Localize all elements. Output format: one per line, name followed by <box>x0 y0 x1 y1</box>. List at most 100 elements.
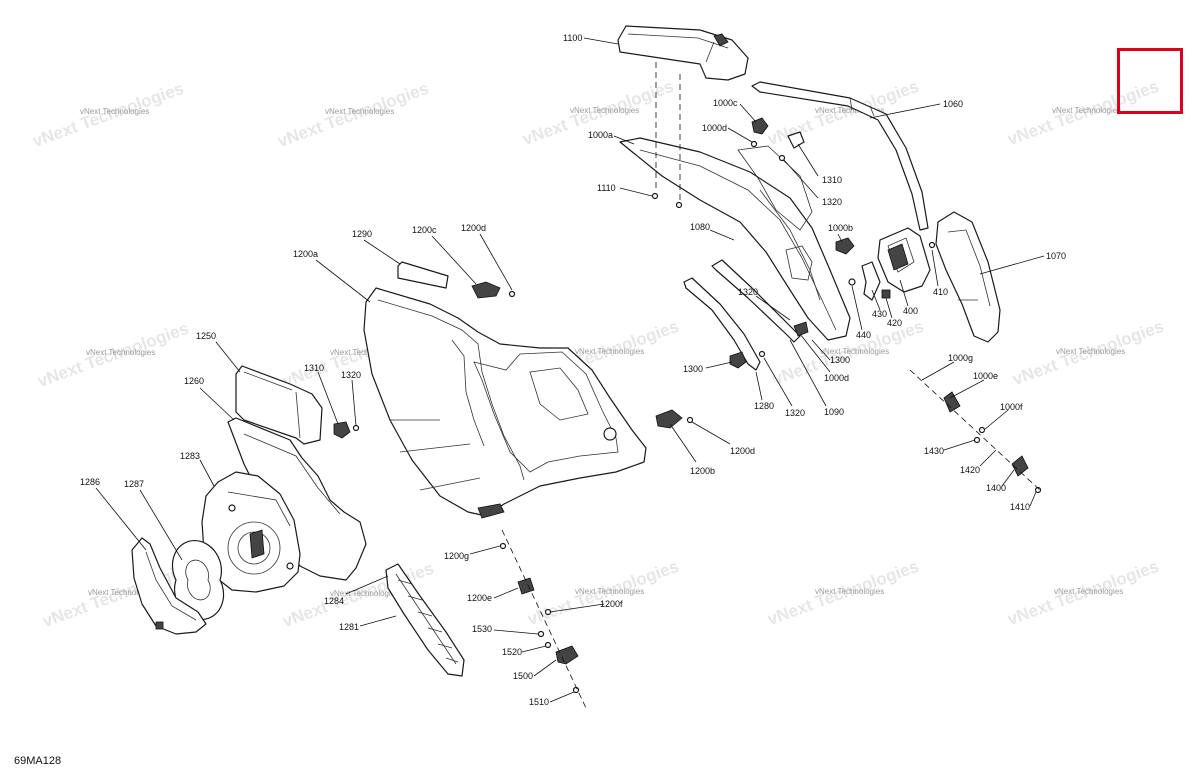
callout-420: 420 <box>887 318 902 328</box>
part-1250-pad <box>235 365 323 445</box>
callout-1530: 1530 <box>472 624 492 634</box>
watermark-label: vNext Technologies <box>815 106 884 115</box>
watermark-label: vNext Technologies <box>570 106 639 115</box>
callout-1500: 1500 <box>513 671 533 681</box>
callout-1000g: 1000g <box>948 353 973 363</box>
selection-highlight-box[interactable] <box>1117 48 1183 114</box>
part-1200c-clip <box>471 281 516 299</box>
callout-1100: 1100 <box>563 33 582 43</box>
watermark-label: vNext Technologies <box>325 107 394 116</box>
part-1320-clip-top <box>778 154 786 162</box>
part-1430-washer <box>973 436 981 444</box>
part-440-fastener <box>848 278 856 286</box>
callout-1400: 1400 <box>986 483 1006 493</box>
part-1200f-screw <box>544 608 552 616</box>
part-1320-screw-left <box>352 424 360 432</box>
callout-1000e: 1000e <box>973 371 998 381</box>
callout-1310-top: 1310 <box>822 175 842 185</box>
callout-1000d-mid: 1000d <box>824 373 849 383</box>
part-1080-seal <box>711 259 801 343</box>
callout-1310-left: 1310 <box>304 363 324 373</box>
part-1110-screw <box>651 192 683 209</box>
part-1310-clip-top <box>787 131 805 149</box>
callout-1320-top: 1320 <box>822 197 842 207</box>
watermark-label: vNext Technologies <box>815 587 884 596</box>
callout-1320-left: 1320 <box>341 370 361 380</box>
callout-1000c: 1000c <box>713 98 738 108</box>
part-1310-clip-left <box>333 421 351 439</box>
watermark-label: vNext Technologies <box>1052 106 1121 115</box>
callout-1200f: 1200f <box>600 599 623 609</box>
watermark-label: vNext Technologies <box>575 347 644 356</box>
callout-1200d-low: 1200d <box>730 446 755 456</box>
part-430-clip <box>861 261 881 301</box>
callout-1281: 1281 <box>339 622 359 632</box>
callout-1200d-top: 1200d <box>461 223 486 233</box>
part-1290-pad <box>397 261 449 289</box>
part-1200a-main-panel <box>363 287 647 519</box>
part-410-screw <box>928 241 936 249</box>
part-1281-grille <box>385 563 465 677</box>
callout-1260: 1260 <box>184 376 204 386</box>
callout-1250: 1250 <box>196 331 216 341</box>
callout-1200e: 1200e <box>467 593 492 603</box>
part-1400-latch <box>1011 455 1029 477</box>
diagram-code: 69MA128 <box>14 755 62 767</box>
leader-lines <box>95 37 1045 703</box>
callout-1290: 1290 <box>352 229 372 239</box>
part-1520-washer <box>544 641 552 649</box>
part-1510-screw <box>572 686 580 694</box>
callout-1000f: 1000f <box>1000 402 1023 412</box>
part-1000e-latch <box>943 391 961 413</box>
watermark-label: vNext Technologies <box>1056 347 1125 356</box>
parts <box>131 25 1042 694</box>
assembly-axes <box>501 62 1043 709</box>
callout-1283: 1283 <box>180 451 200 461</box>
callout-1200g: 1200g <box>444 551 469 561</box>
callout-1080: 1080 <box>690 222 710 232</box>
part-1200g-screw <box>499 542 507 550</box>
watermark-label: vNext Technologies <box>575 587 644 596</box>
part-1530-washer <box>537 630 545 638</box>
part-1280-strip <box>683 277 761 371</box>
callout-1287: 1287 <box>124 479 144 489</box>
callout-1060: 1060 <box>943 99 963 109</box>
callout-410: 410 <box>933 287 948 297</box>
part-1000b-clip <box>835 237 855 255</box>
part-1200b-clip <box>655 409 683 429</box>
watermark-label: vNext Technologies <box>330 348 399 357</box>
callout-1300-left: 1300 <box>683 364 703 374</box>
callout-1200b: 1200b <box>690 466 715 476</box>
callout-1284: 1284 <box>324 596 344 606</box>
callout-430: 430 <box>872 309 887 319</box>
watermark-label: vNext Technologies <box>88 588 157 597</box>
callout-1070: 1070 <box>1046 251 1066 261</box>
part-1287-ring <box>171 539 225 621</box>
callout-1300-mid: 1300 <box>830 355 850 365</box>
callout-1320-low: 1320 <box>785 408 805 418</box>
callout-400: 400 <box>903 306 918 316</box>
callout-1420: 1420 <box>960 465 980 475</box>
part-1100-top-panel <box>617 25 749 81</box>
callout-1430: 1430 <box>924 446 944 456</box>
callout-1520: 1520 <box>502 647 522 657</box>
callout-1000d-top: 1000d <box>702 123 727 133</box>
part-1000d-clip-top <box>750 140 758 148</box>
callout-1280: 1280 <box>754 401 774 411</box>
callout-1000a: 1000a <box>588 130 613 140</box>
callout-1090: 1090 <box>824 407 844 417</box>
callout-1110: 1110 <box>597 183 616 193</box>
callout-1200c: 1200c <box>412 225 437 235</box>
callout-1000b: 1000b <box>828 223 853 233</box>
watermark-label: vNext Technologies <box>1054 587 1123 596</box>
watermark-label: vNext Technologies <box>86 348 155 357</box>
part-420-fastener <box>881 289 891 299</box>
part-1000a-side-panel <box>619 137 851 341</box>
part-400-bracket <box>877 227 931 293</box>
callout-1320-mid: 1320 <box>738 287 758 297</box>
part-1060-trim-strip <box>751 81 929 231</box>
callout-440: 440 <box>856 330 871 340</box>
callouts: 1100 1060 1000c 1000d 1000a 1310 1320 11… <box>80 33 1066 707</box>
part-1320-low-screw <box>758 350 766 358</box>
